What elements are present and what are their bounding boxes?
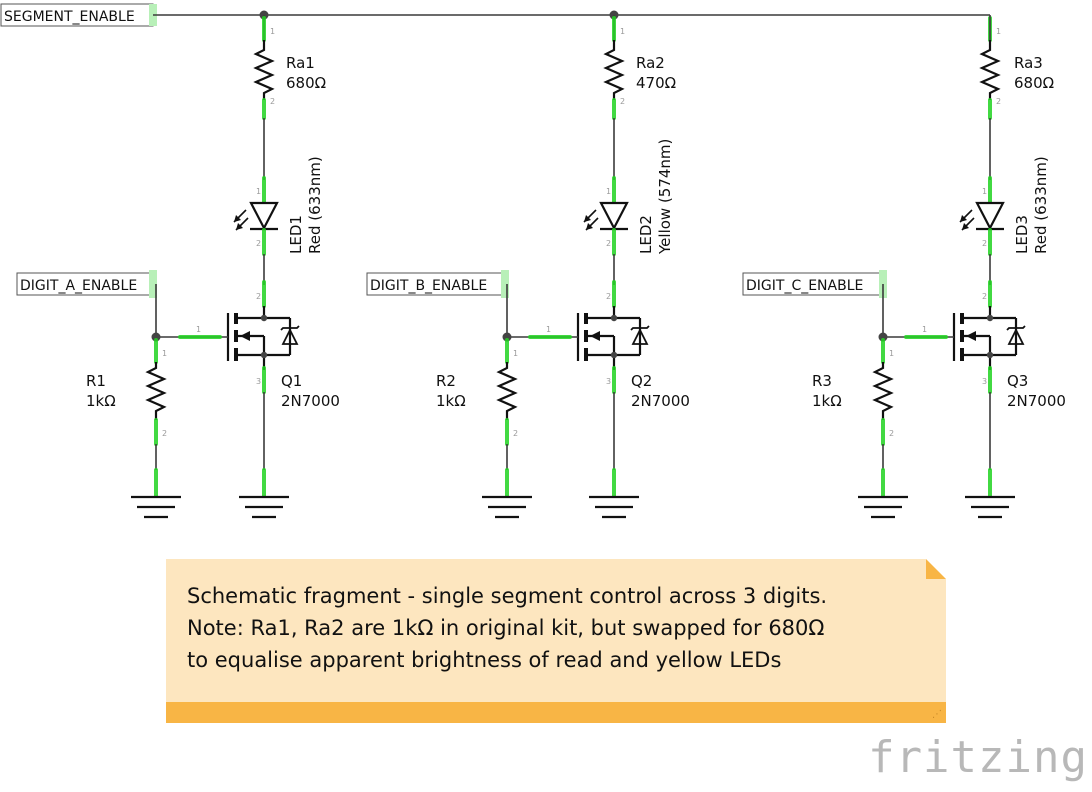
net-label-digit-c-text: DIGIT_C_ENABLE bbox=[746, 278, 863, 294]
junction-dot bbox=[151, 332, 161, 342]
channel-3: 1 2 Ra3 680Ω 1 2 LED3 Red (633nm) 2 bbox=[742, 15, 1066, 519]
mosfet-q3-symbol[interactable] bbox=[952, 306, 1026, 370]
svg-text:2: 2 bbox=[620, 97, 625, 106]
net-label-digit-b-enable[interactable]: DIGIT_B_ENABLE bbox=[366, 270, 509, 298]
channel-2: 1 2 Ra2 470Ω 1 2 LED2 Yellow (574nm) 2 bbox=[366, 15, 690, 519]
svg-text:1: 1 bbox=[606, 187, 611, 196]
note-line-1: Schematic fragment - single segment cont… bbox=[187, 584, 828, 608]
svg-text:2: 2 bbox=[982, 292, 987, 301]
svg-text:2: 2 bbox=[996, 97, 1001, 106]
r2-name: R2 bbox=[436, 372, 456, 390]
svg-text:1: 1 bbox=[162, 349, 167, 358]
net-label-digit-b-text: DIGIT_B_ENABLE bbox=[370, 278, 487, 294]
resistor-r3-symbol[interactable] bbox=[872, 362, 894, 420]
led1-symbol[interactable] bbox=[233, 201, 279, 231]
q2-name: Q2 bbox=[631, 372, 652, 390]
net-label-digit-a-text: DIGIT_A_ENABLE bbox=[20, 278, 137, 294]
ra2-name: Ra2 bbox=[636, 54, 665, 72]
ra1-value: 680Ω bbox=[286, 74, 326, 92]
resistor-ra1-symbol[interactable] bbox=[253, 40, 275, 100]
junction-dot bbox=[502, 332, 512, 342]
ra3-name: Ra3 bbox=[1014, 54, 1043, 72]
note-corner-fold bbox=[926, 559, 946, 579]
led2-color: Yellow (574nm) bbox=[656, 139, 674, 255]
junction-dot bbox=[878, 332, 888, 342]
svg-text:2: 2 bbox=[256, 239, 261, 248]
svg-text:1: 1 bbox=[922, 325, 927, 334]
ground-symbol bbox=[589, 495, 639, 519]
r1-value: 1kΩ bbox=[86, 392, 116, 410]
resize-grip-icon[interactable]: ⋰ bbox=[932, 709, 942, 720]
svg-text:3: 3 bbox=[982, 377, 987, 386]
led2-name: LED2 bbox=[637, 215, 655, 254]
led3-color: Red (633nm) bbox=[1032, 156, 1050, 254]
ground-symbol bbox=[965, 495, 1015, 519]
note-line-2: Note: Ra1, Ra2 are 1kΩ in original kit, … bbox=[187, 616, 825, 640]
mosfet-q1-symbol[interactable] bbox=[226, 306, 300, 370]
ground-symbol bbox=[131, 495, 181, 519]
resistor-r1-symbol[interactable] bbox=[145, 362, 167, 420]
svg-text:1: 1 bbox=[620, 27, 625, 36]
svg-text:2: 2 bbox=[606, 239, 611, 248]
note-line-3: to equalise apparent brightness of read … bbox=[187, 648, 782, 672]
r3-name: R3 bbox=[812, 372, 832, 390]
ground-symbol bbox=[858, 495, 908, 519]
r3-value: 1kΩ bbox=[812, 392, 842, 410]
ra2-value: 470Ω bbox=[636, 74, 676, 92]
svg-text:2: 2 bbox=[162, 429, 167, 438]
q1-name: Q1 bbox=[281, 372, 302, 390]
svg-text:2: 2 bbox=[982, 239, 987, 248]
channel-1: 1 2 Ra1 680Ω 1 2 LED1 Red (633nm) 2 bbox=[16, 15, 340, 519]
mosfet-q2-symbol[interactable] bbox=[576, 306, 650, 370]
note-box[interactable]: Schematic fragment - single segment cont… bbox=[166, 559, 946, 723]
svg-text:1: 1 bbox=[982, 187, 987, 196]
svg-text:2: 2 bbox=[270, 97, 275, 106]
led1-color: Red (633nm) bbox=[306, 156, 324, 254]
q1-part: 2N7000 bbox=[281, 392, 340, 410]
net-label-segment-enable-text: SEGMENT_ENABLE bbox=[4, 9, 135, 25]
ra3-value: 680Ω bbox=[1014, 74, 1054, 92]
svg-text:1: 1 bbox=[270, 27, 275, 36]
resistor-ra3-symbol[interactable] bbox=[979, 40, 1001, 100]
ground-symbol bbox=[482, 495, 532, 519]
r1-name: R1 bbox=[86, 372, 106, 390]
led1-name: LED1 bbox=[287, 215, 305, 254]
svg-text:1: 1 bbox=[996, 27, 1001, 36]
note-footer-strip bbox=[166, 702, 946, 723]
svg-text:1: 1 bbox=[196, 325, 201, 334]
fritzing-logo: fritzing bbox=[868, 732, 1088, 783]
led3-name: LED3 bbox=[1013, 215, 1031, 254]
resistor-ra2-symbol[interactable] bbox=[603, 40, 625, 100]
q3-name: Q3 bbox=[1007, 372, 1028, 390]
svg-text:2: 2 bbox=[889, 429, 894, 438]
svg-text:2: 2 bbox=[606, 292, 611, 301]
led3-symbol[interactable] bbox=[959, 201, 1005, 231]
led2-symbol[interactable] bbox=[583, 201, 629, 231]
q2-part: 2N7000 bbox=[631, 392, 690, 410]
net-label-segment-enable[interactable]: SEGMENT_ENABLE bbox=[0, 3, 157, 27]
svg-text:2: 2 bbox=[256, 292, 261, 301]
svg-text:1: 1 bbox=[889, 349, 894, 358]
resistor-r2-symbol[interactable] bbox=[496, 362, 518, 420]
svg-text:1: 1 bbox=[513, 349, 518, 358]
svg-text:3: 3 bbox=[606, 377, 611, 386]
svg-text:1: 1 bbox=[546, 325, 551, 334]
ground-symbol bbox=[239, 495, 289, 519]
svg-text:3: 3 bbox=[256, 377, 261, 386]
net-label-digit-c-enable[interactable]: DIGIT_C_ENABLE bbox=[742, 270, 887, 298]
r2-value: 1kΩ bbox=[436, 392, 466, 410]
note-text[interactable]: Schematic fragment - single segment cont… bbox=[187, 580, 932, 676]
svg-text:1: 1 bbox=[256, 187, 261, 196]
svg-text:2: 2 bbox=[513, 429, 518, 438]
net-label-digit-a-enable[interactable]: DIGIT_A_ENABLE bbox=[16, 270, 157, 298]
ra1-name: Ra1 bbox=[286, 54, 315, 72]
q3-part: 2N7000 bbox=[1007, 392, 1066, 410]
